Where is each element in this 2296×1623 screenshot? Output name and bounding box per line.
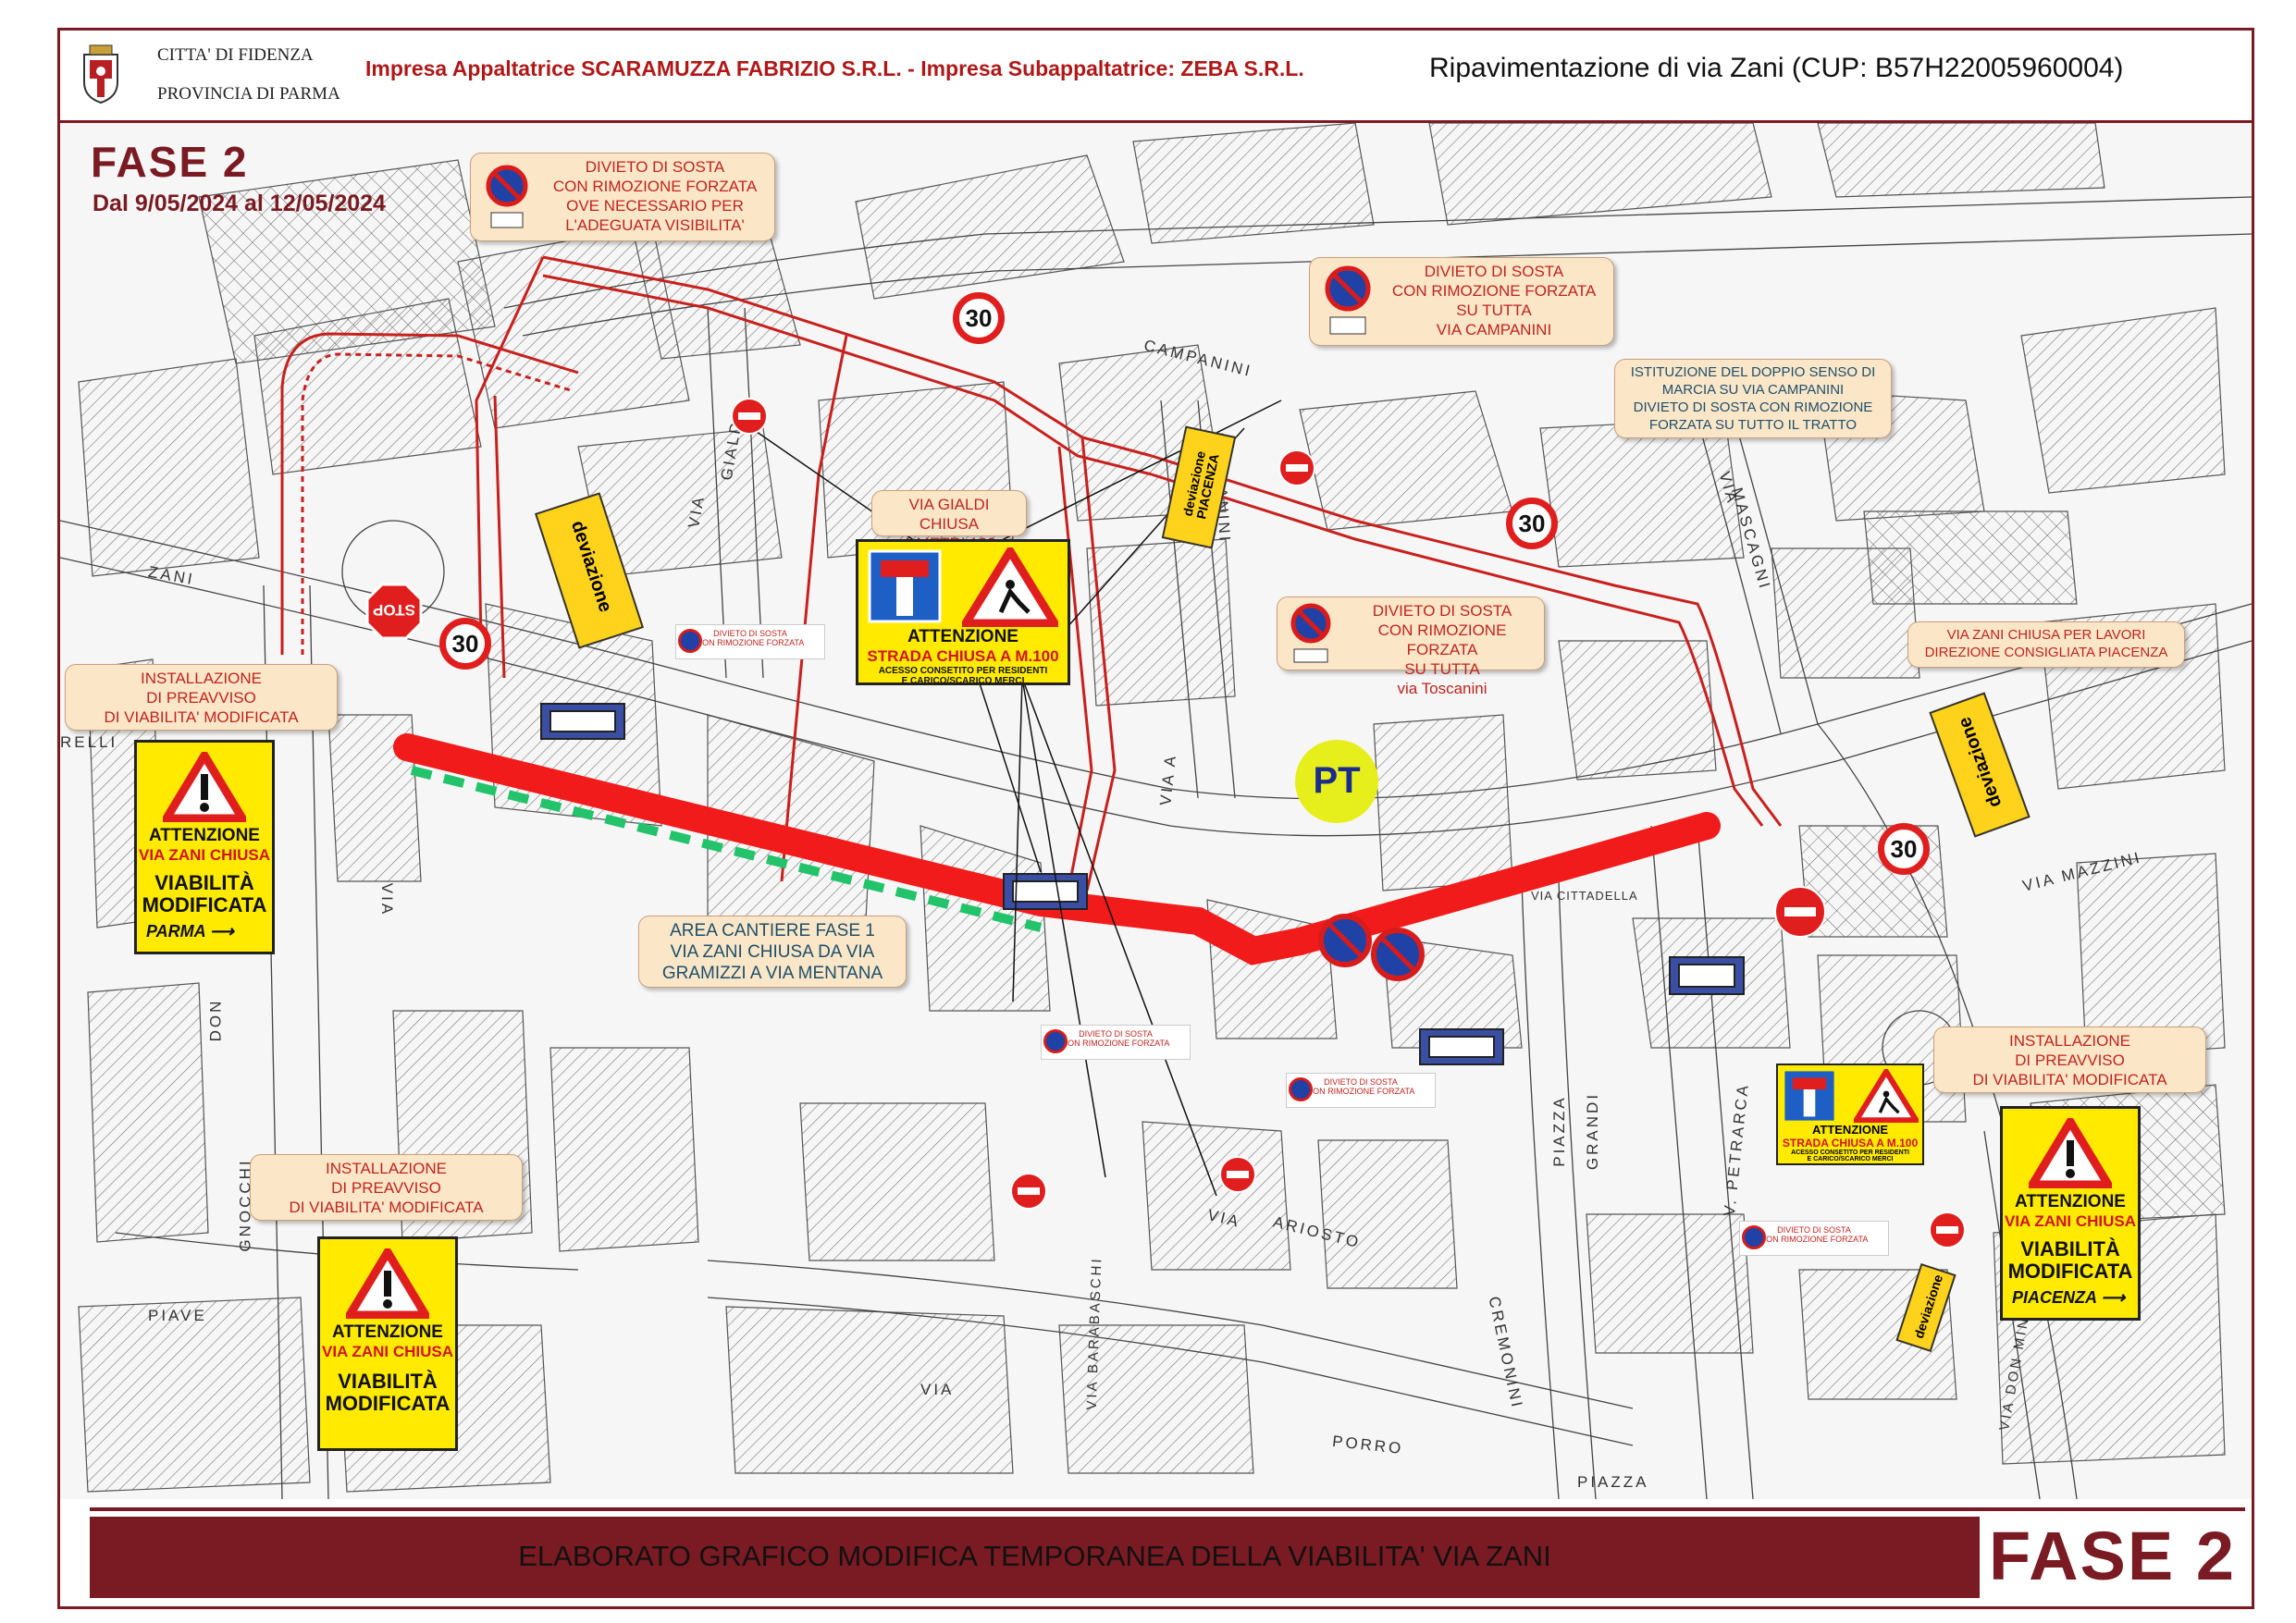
no-entry-icon <box>1278 449 1315 486</box>
page-frame <box>57 28 2254 1609</box>
sign-viabilita-bottom: ATTENZIONE VIA ZANI CHIUSA VIABILITÀ MOD… <box>317 1236 458 1451</box>
no-entry-icon <box>1774 886 1826 938</box>
road-label-piave: PIAVE <box>148 1307 207 1324</box>
no-entry-icon <box>1929 1211 1966 1248</box>
callout-area-cantiere: AREA CANTIERE FASE 1 VIA ZANI CHIUSA DA … <box>638 916 907 988</box>
speed-limit-30-icon: 30 <box>1878 823 1930 875</box>
post-office-icon: PT <box>1295 740 1378 823</box>
no-parking-icon <box>678 629 702 653</box>
speed-limit-30-icon: 30 <box>1506 498 1558 549</box>
callout-preavviso-bottom: INSTALLAZIONE DI PREAVVISO DI VIABILITA'… <box>250 1154 523 1221</box>
province-name: PROVINCIA DI PARMA <box>157 84 340 104</box>
barriers <box>540 703 1745 1065</box>
callout-preavviso-right: INSTALLAZIONE DI PREAVVISO DI VIABILITA'… <box>1933 1027 2206 1093</box>
speed-limit-30-icon: 30 <box>953 292 1005 344</box>
footer-phase: FASE 2 <box>1989 1518 2236 1594</box>
arrow-right-icon: ⟶ <box>210 922 234 941</box>
road-label-cittadella: VIA CITTADELLA <box>1531 889 1638 903</box>
header: CITTA' DI FIDENZA PROVINCIA DI PARMA Imp… <box>60 31 2252 123</box>
callout-preavviso-left: INSTALLAZIONE DI PREAVVISO DI VIABILITA'… <box>65 664 338 731</box>
road-label-grandi: GRANDI <box>1584 1091 1602 1171</box>
phase-title: FASE 2 <box>91 138 249 186</box>
callout-doppio-senso: ISTITUZIONE DEL DOPPIO SENSO DI MARCIA S… <box>1614 359 1892 438</box>
no-entry-icon <box>731 398 768 435</box>
city-crest-icon <box>83 44 118 105</box>
warning-icon <box>163 752 246 822</box>
footer-bar <box>90 1517 1980 1598</box>
speed-limit-30-icon: 30 <box>439 618 491 670</box>
dead-end-icon <box>1784 1071 1834 1121</box>
no-parking-icon <box>1371 928 1425 981</box>
sign-viabilita-parma: ATTENZIONE VIA ZANI CHIUSA VIABILITÀ MOD… <box>134 740 275 954</box>
road-label-relli: RELLI <box>60 733 118 751</box>
callout-gialdi-chiusa: VIA GIALDI CHIUSA A METRI 100 <box>871 490 1027 552</box>
road-works-icon <box>962 547 1058 627</box>
road-works-icon <box>1854 1069 1919 1123</box>
footer-title: ELABORATO GRAFICO MODIFICA TEMPORANEA DE… <box>518 1540 1551 1572</box>
cantiere-fase1-green <box>410 766 1043 932</box>
road-label-via-bottom: VIA <box>920 1381 955 1398</box>
no-entry-icon <box>1219 1156 1256 1193</box>
callout-divieto-visibilita: DIVIETO DI SOSTA CON RIMOZIONE FORZATA O… <box>470 153 775 241</box>
callout-divieto-campanini: DIVIETO DI SOSTA CON RIMOZIONE FORZATA S… <box>1309 257 1614 346</box>
callout-divieto-toscanini: DIVIETO DI SOSTA CON RIMOZIONE FORZATA S… <box>1277 596 1545 697</box>
sign-strada-chiusa-small: ATTENZIONE STRADA CHIUSA A M.100 ACESSO … <box>1776 1064 1924 1165</box>
no-entry-icon <box>1010 1173 1047 1210</box>
no-parking-icon <box>486 165 528 228</box>
arrow-right-icon: ⟶ <box>2101 1288 2126 1307</box>
phase-dates: Dal 9/05/2024 al 12/05/2024 <box>93 191 386 216</box>
city-name: CITTA' DI FIDENZA <box>157 45 314 65</box>
project-title: Ripavimentazione di via Zani (CUP: B57H2… <box>1429 53 2124 83</box>
road-label-don: DON <box>206 998 225 1042</box>
no-parking-icon <box>1289 1077 1313 1101</box>
no-parking-icon <box>1318 914 1372 967</box>
no-parking-icon <box>1043 1029 1068 1053</box>
road-label-piazza-bottom: PIAZZA <box>1577 1473 1649 1491</box>
sign-viabilita-piacenza: ATTENZIONE VIA ZANI CHIUSA VIABILITÀ MOD… <box>2000 1106 2141 1321</box>
contractor-line: Impresa Appaltatrice SCARAMUZZA FABRIZIO… <box>365 56 1304 80</box>
warning-icon <box>346 1248 429 1319</box>
no-parking-icon <box>1742 1225 1766 1249</box>
warning-icon <box>2029 1118 2112 1188</box>
sign-strada-chiusa-big: ATTENZIONE STRADA CHIUSA A M.100 ACESSO … <box>856 539 1070 686</box>
callout-zani-chiusa-lavori: VIA ZANI CHIUSA PER LAVORI DIREZIONE CON… <box>1907 621 2185 668</box>
footer-rule <box>90 1507 2245 1511</box>
no-parking-icon <box>1290 603 1331 663</box>
road-label-via-left: VIA <box>378 882 397 917</box>
svg-text:STOP: STOP <box>373 601 415 619</box>
stop-sign-icon: STOP <box>365 583 423 640</box>
road-label-piazza-grandi: PIAZZA <box>1549 1095 1568 1167</box>
no-parking-icon <box>1325 265 1371 335</box>
dead-end-icon <box>868 549 942 623</box>
